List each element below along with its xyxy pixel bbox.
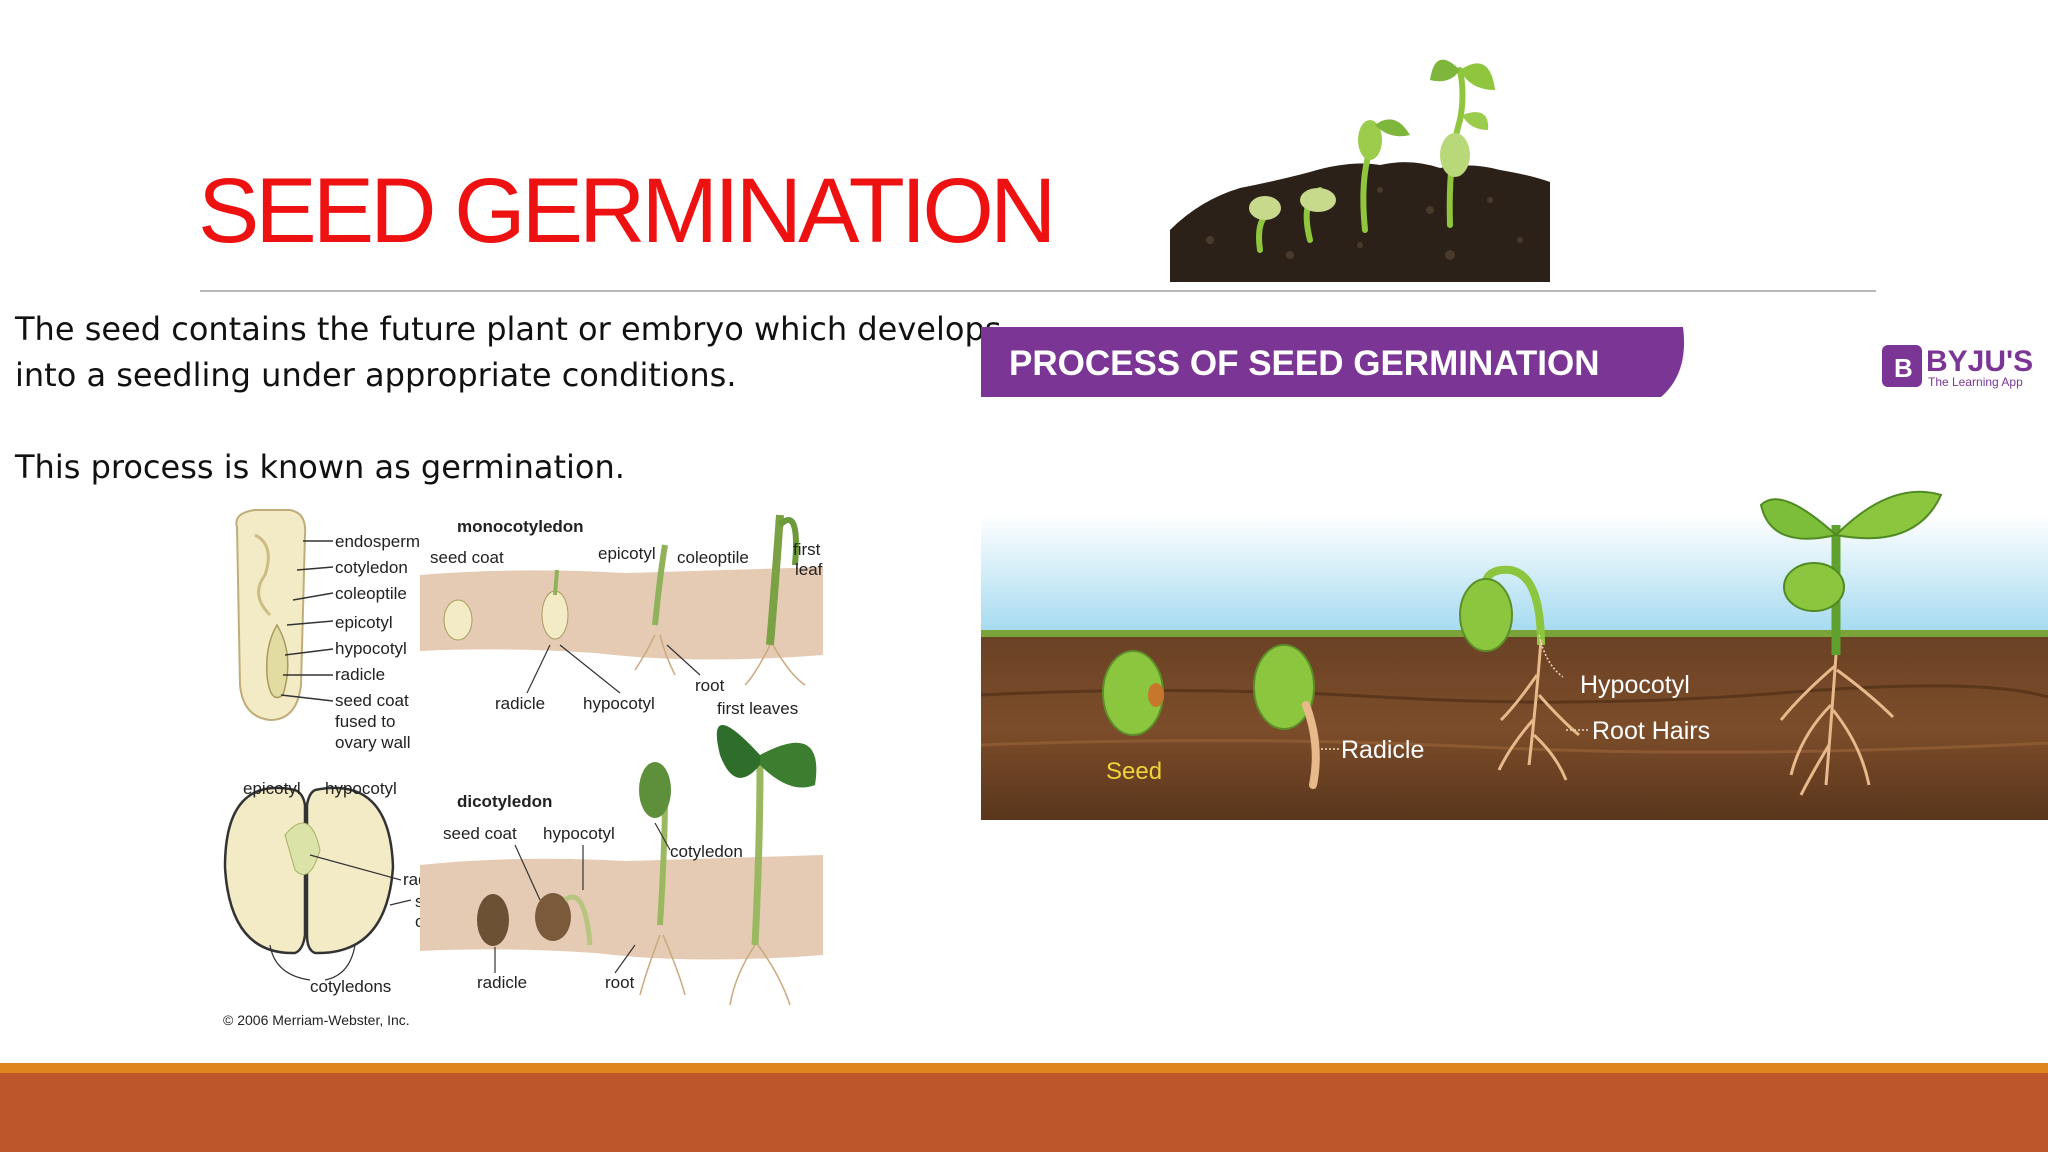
dicot-heading: dicotyledon	[457, 792, 552, 811]
label-mono-radicle: radicle	[495, 694, 545, 713]
label-first-leaves: first leaves	[717, 699, 798, 718]
label-dicot-seed-coat: seed coat	[443, 824, 517, 843]
label-first-leaf-2: leaf	[795, 560, 823, 579]
label-mono-hypocotyl: hypocotyl	[583, 694, 655, 713]
process-paragraph: This process is known as germination.	[15, 448, 625, 486]
label-stage-hypocotyl: Hypocotyl	[1580, 671, 1690, 699]
label-mono-root: root	[695, 676, 725, 695]
process-banner-text: PROCESS OF SEED GERMINATION	[1009, 344, 1600, 383]
label-dicot-root: root	[605, 973, 635, 992]
label-stage-seed: Seed	[1106, 758, 1162, 785]
monocot-heading: monocotyledon	[457, 517, 584, 536]
intro-paragraph: The seed contains the future plant or em…	[15, 310, 1002, 394]
byjus-brand-name: BYJU'S	[1926, 345, 2033, 378]
diagram-copyright: © 2006 Merriam-Webster, Inc.	[223, 1012, 410, 1028]
label-dicot-radicle-2: radicle	[477, 973, 527, 992]
label-seed-coat-fused-3: ovary wall	[335, 733, 411, 752]
byjus-logo-letter: B	[1894, 353, 1913, 383]
monocot-dicot-diagram: endosperm cotyledon coleoptile epicotyl …	[223, 509, 823, 1028]
label-dicot-cotyledon: cotyledon	[670, 842, 743, 861]
label-stage-radicle: Radicle	[1341, 736, 1424, 764]
title-divider	[200, 290, 1876, 292]
stage-hypocotyl-roots	[1497, 639, 1580, 781]
label-mono-epicotyl: epicotyl	[598, 544, 656, 563]
label-hypocotyl: hypocotyl	[335, 639, 407, 658]
process-banner	[981, 327, 1685, 397]
label-coleoptile: coleoptile	[335, 584, 407, 603]
stage-radicle-seed	[1253, 644, 1315, 730]
label-mono-coleoptile: coleoptile	[677, 548, 749, 567]
soil-layer	[981, 637, 2048, 820]
label-stage-root-hairs: Root Hairs	[1592, 717, 1710, 745]
label-epicotyl: epicotyl	[335, 613, 393, 632]
footer-stripe	[0, 1063, 2048, 1073]
label-cotyledons: cotyledons	[310, 977, 391, 996]
label-radicle: radicle	[335, 665, 385, 684]
label-dicot-epicotyl: epicotyl	[243, 779, 301, 798]
stage-seedling-roots	[1779, 654, 1895, 796]
slide-title: SEED GERMINATION	[198, 160, 1056, 262]
germination-process-infographic: PROCESS OF SEED GERMINATION B BYJU'S The…	[981, 327, 2048, 820]
label-mono-seed-coat: seed coat	[430, 548, 504, 567]
byjus-logo-icon	[1882, 345, 1922, 387]
label-dicot-hypocotyl: hypocotyl	[325, 779, 397, 798]
stage-radicle-root	[1302, 701, 1320, 789]
byjus-tagline: The Learning App	[1928, 375, 2023, 389]
stage-hypocotyl-seed	[1459, 578, 1513, 652]
label-seed-coat-fused-2: fused to	[335, 712, 396, 731]
label-endosperm: endosperm	[335, 532, 420, 551]
footer-band	[0, 1063, 2048, 1152]
label-first-leaf-1: first	[793, 540, 821, 559]
label-seed-coat-fused-1: seed coat	[335, 691, 409, 710]
label-cotyledon: cotyledon	[335, 558, 408, 577]
sprouts-in-soil-image	[1170, 59, 1550, 282]
label-dicot-hypocotyl-2: hypocotyl	[543, 824, 615, 843]
